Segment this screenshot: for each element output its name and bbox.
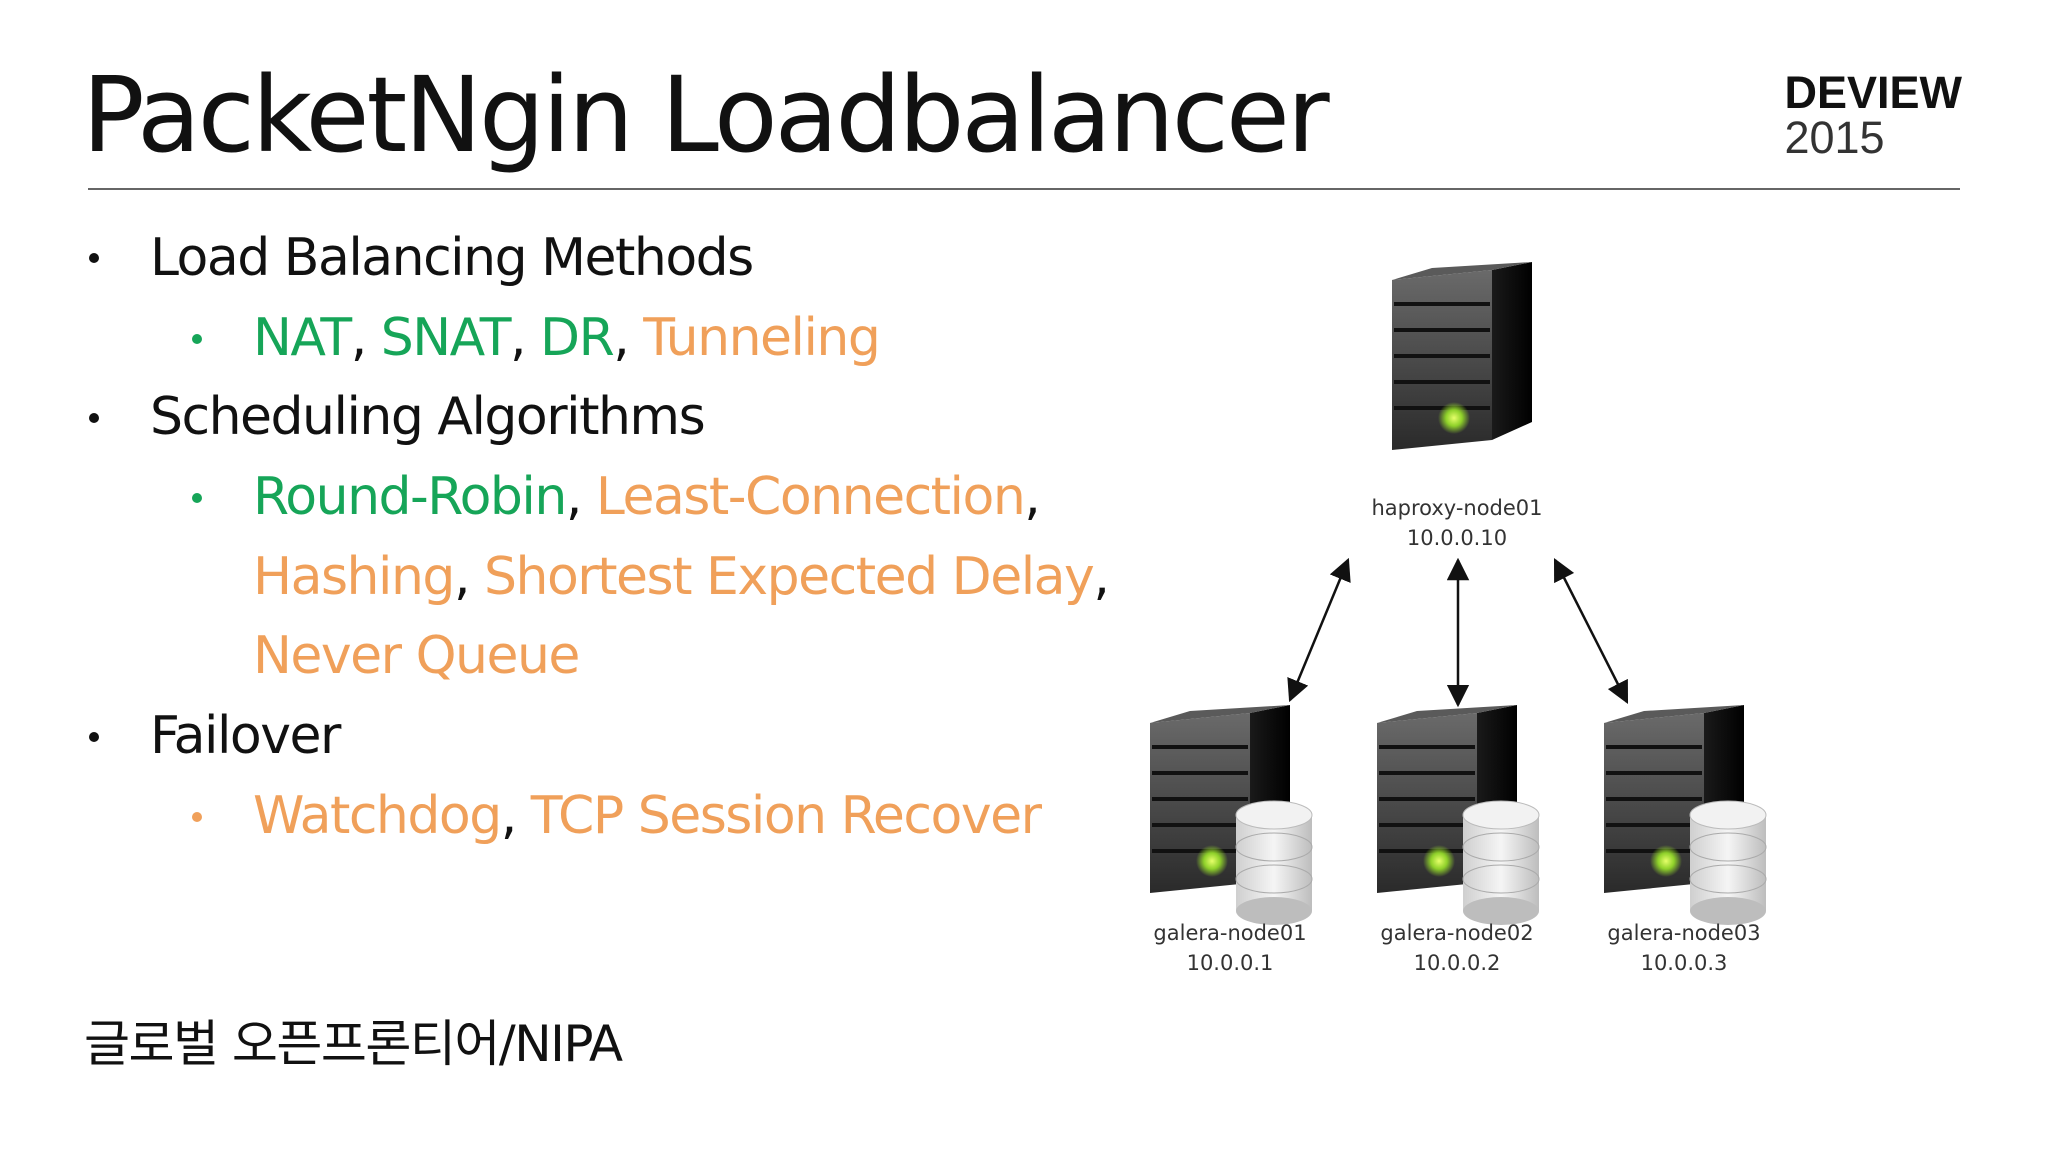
node03-name: galera-node03	[1607, 921, 1760, 945]
comma: ,	[1093, 547, 1110, 607]
algo-never-queue: Never Queue	[253, 626, 580, 686]
algo-sed: Shortest Expected Delay	[484, 547, 1095, 607]
bullet-load-balancing: Load Balancing Methods	[150, 228, 754, 288]
comma: ,	[565, 467, 596, 527]
node01-name: galera-node01	[1153, 921, 1306, 945]
link-arrow	[1553, 557, 1629, 705]
haproxy-ip: 10.0.0.10	[1407, 526, 1507, 550]
comma: ,	[509, 308, 541, 368]
method-nat: NAT	[253, 308, 352, 368]
failover-watchdog: Watchdog	[253, 786, 502, 846]
comma: ,	[500, 786, 531, 846]
title-divider	[88, 188, 1960, 190]
footer-credit: 글로벌 오픈프론티어/NIPA	[84, 1015, 623, 1073]
bullet-failover: Failover	[150, 706, 341, 766]
node02-name: galera-node02	[1380, 921, 1533, 945]
sub-bullet-dot	[192, 812, 202, 822]
comma: ,	[453, 547, 484, 607]
sub-bullet-dot	[192, 334, 202, 344]
haproxy-name: haproxy-node01	[1371, 496, 1542, 520]
sub-bullet-dot	[192, 493, 202, 503]
sub-bullet-lb-methods: NAT, SNAT, DR, Tunneling	[253, 312, 881, 364]
method-dr: DR	[540, 308, 615, 368]
link-arrow	[1287, 557, 1351, 703]
haproxy-server-icon	[1392, 262, 1532, 450]
bullet-dot	[89, 732, 99, 742]
method-snat: SNAT	[380, 308, 512, 368]
node01-ip: 10.0.0.1	[1187, 951, 1274, 975]
bullet-dot	[89, 253, 99, 263]
comma: ,	[613, 308, 644, 368]
algo-least-connection: Least-Connection	[595, 467, 1026, 527]
sub-bullet-scheduling-1: Round-Robin, Least-Connection,	[253, 471, 1041, 523]
comma: ,	[1024, 467, 1041, 527]
bullet-dot	[89, 413, 99, 423]
deview-logo: DEVIEW 2015	[1784, 70, 1962, 160]
sub-bullet-scheduling-2: Hashing, Shortest Expected Delay,	[253, 551, 1110, 603]
database-icon	[1462, 800, 1540, 926]
node03-ip: 10.0.0.3	[1641, 951, 1728, 975]
brand-year: 2015	[1784, 112, 1885, 163]
galera-node03-group	[1604, 705, 1767, 926]
sub-bullet-scheduling-3: Never Queue	[253, 630, 580, 682]
slide-title: PacketNgin Loadbalancer	[82, 54, 1330, 176]
galera-node02-group	[1377, 705, 1540, 926]
bullet-scheduling: Scheduling Algorithms	[150, 387, 706, 447]
database-icon	[1689, 800, 1767, 926]
failover-tcp-session: TCP Session Recover	[530, 786, 1042, 846]
method-tunneling: Tunneling	[643, 308, 881, 368]
cluster-diagram: haproxy-node01 10.0.0.10 galera-node01 1…	[1150, 262, 1767, 975]
node02-ip: 10.0.0.2	[1414, 951, 1501, 975]
brand-name: DEVIEW	[1784, 67, 1962, 118]
database-icon	[1235, 800, 1313, 926]
sub-bullet-failover: Watchdog, TCP Session Recover	[253, 790, 1042, 842]
algo-round-robin: Round-Robin	[253, 467, 567, 527]
algo-hashing: Hashing	[253, 547, 455, 607]
comma: ,	[350, 308, 381, 368]
galera-node01-group	[1150, 705, 1313, 926]
